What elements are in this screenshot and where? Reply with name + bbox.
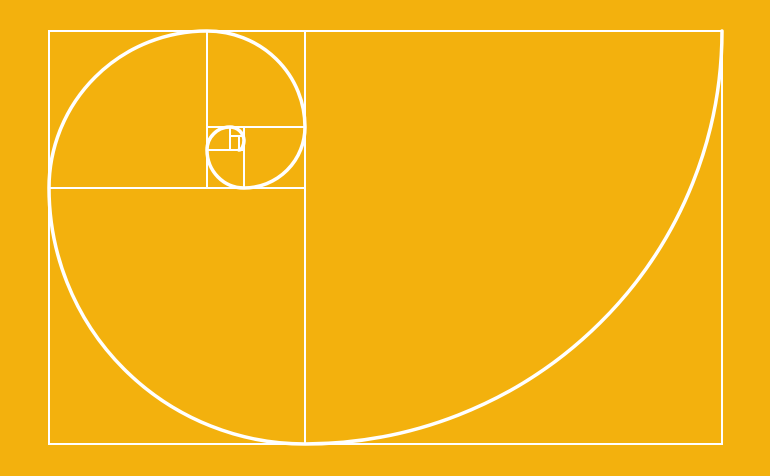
golden-spiral-curve [47, 29, 724, 446]
outer-golden-rectangle [48, 30, 723, 445]
golden-rectangle-frame [48, 30, 723, 445]
